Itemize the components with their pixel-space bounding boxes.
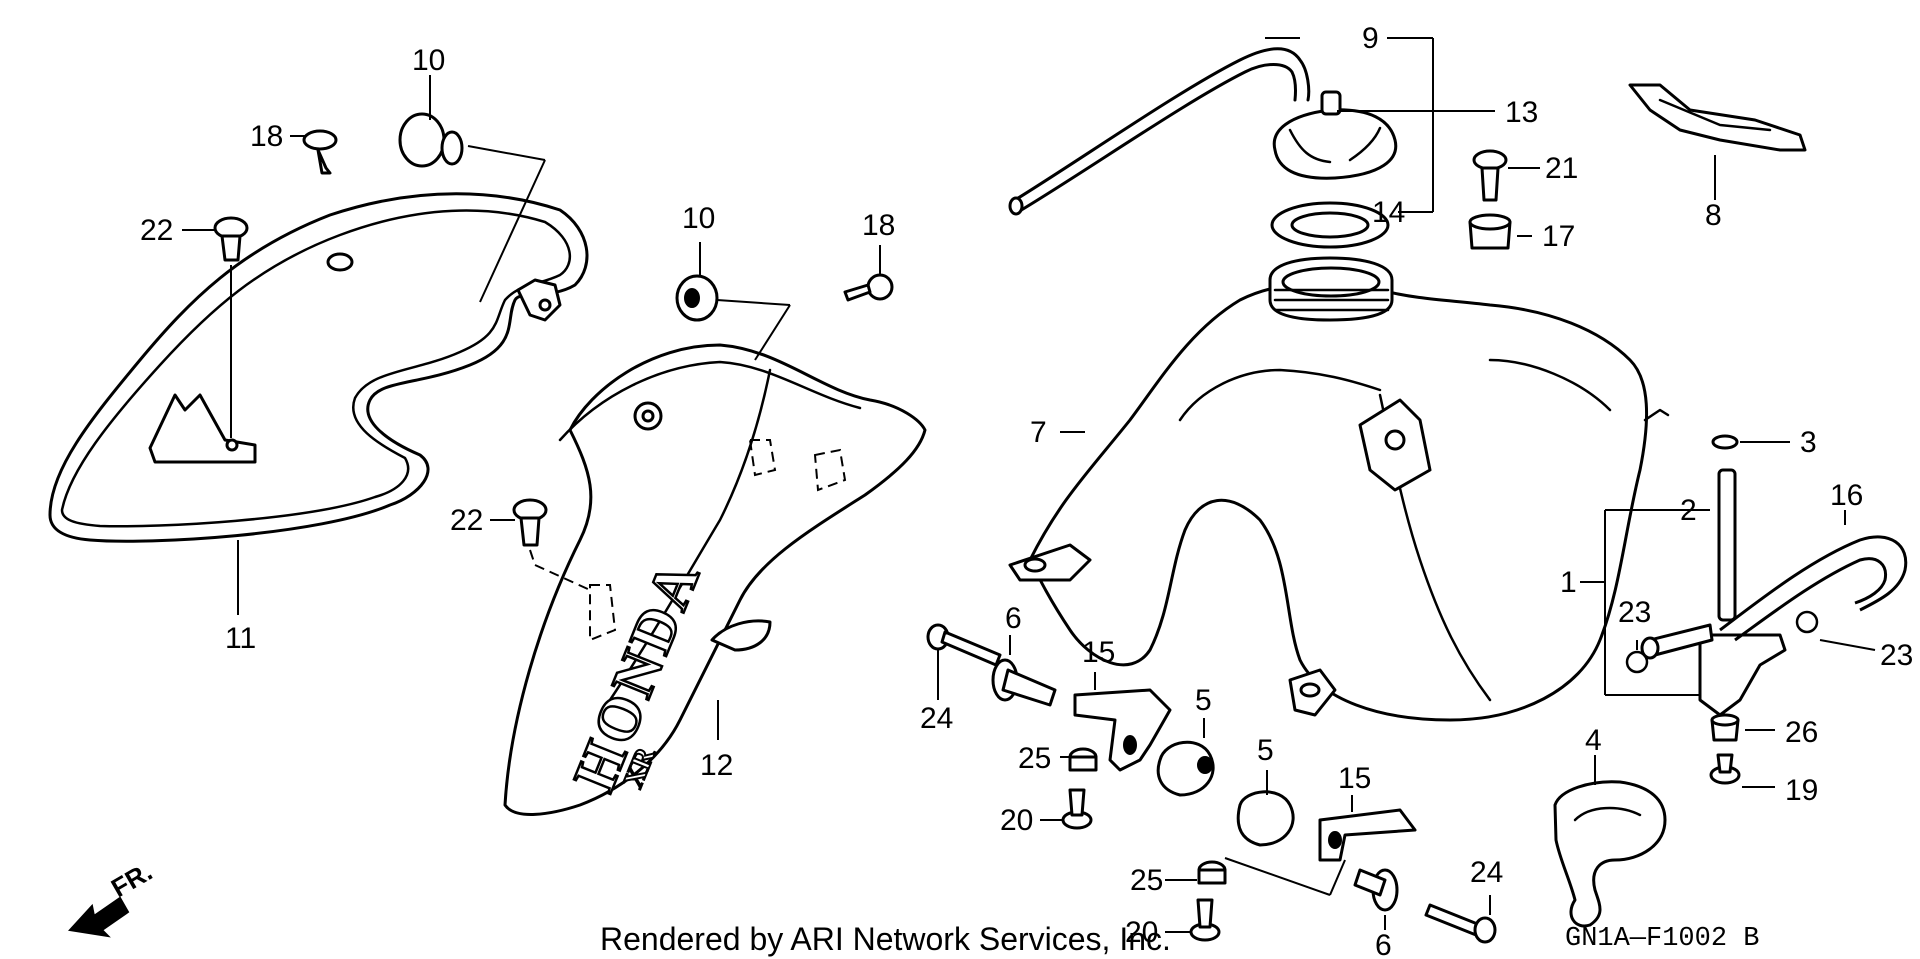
direction-indicator: FR. (68, 856, 157, 938)
callout-15a: 15 (1082, 636, 1115, 669)
direction-label: FR. (106, 856, 157, 903)
screw-part-18a[interactable] (302, 129, 338, 175)
callout-24b: 24 (1470, 856, 1503, 889)
callout-18b: 18 (862, 209, 895, 242)
callout-4: 4 (1585, 724, 1602, 757)
callout-25a: 25 (1018, 742, 1051, 775)
fuel-cap-part-13[interactable] (1272, 90, 1398, 180)
collar-part-26[interactable] (1710, 713, 1740, 742)
fuel-hose-part-16[interactable] (1719, 535, 1908, 642)
rubber-mount-part-5a[interactable] (1156, 740, 1215, 797)
collar-part-25a[interactable] (1068, 747, 1098, 772)
callout-5a: 5 (1195, 684, 1212, 717)
callout-22a: 22 (140, 214, 173, 247)
callout-labels: 9 13 14 21 17 8 7 3 2 16 1 23 23 26 19 4… (140, 22, 1913, 959)
push-rivet-part-22a[interactable] (213, 216, 249, 262)
washer-part-3[interactable] (1711, 434, 1739, 450)
bolt-part-21[interactable] (1472, 149, 1508, 202)
callout-26: 26 (1785, 716, 1818, 749)
collar-part-6b[interactable] (1353, 868, 1399, 912)
callout-7: 7 (1030, 416, 1047, 449)
callout-15b: 15 (1338, 762, 1371, 795)
bolt-part-20b[interactable] (1189, 898, 1221, 942)
diagram-code: GN1A—F1002 B (1565, 924, 1759, 954)
collar-part-17[interactable] (1468, 213, 1512, 250)
grommet-part-10b[interactable] (675, 274, 719, 322)
bolt-part-20a[interactable] (1061, 788, 1093, 830)
collar-part-25b[interactable] (1197, 860, 1227, 885)
hose-clip-part-23a[interactable] (1625, 650, 1649, 674)
bracket-part-15b[interactable] (1318, 808, 1417, 862)
callout-8: 8 (1705, 199, 1722, 232)
fuel-valve-part-1[interactable] (1640, 623, 1787, 717)
bolt-part-24a[interactable] (926, 623, 1002, 667)
callout-6b: 6 (1375, 929, 1392, 959)
right-shroud-part-12[interactable]: HONDA XR (503, 343, 927, 816)
callout-3: 3 (1800, 426, 1817, 459)
callout-5b: 5 (1257, 734, 1274, 767)
callout-25b: 25 (1130, 864, 1163, 897)
bolt-part-24b[interactable] (1424, 903, 1497, 944)
clip-part-8[interactable] (1628, 83, 1807, 152)
protector-part-4[interactable] (1553, 780, 1667, 928)
push-rivet-part-22b[interactable] (512, 498, 548, 547)
callout-22b: 22 (450, 504, 483, 537)
callout-17: 17 (1542, 220, 1575, 253)
callout-23a: 23 (1618, 596, 1651, 629)
fuel-tank-part-7[interactable] (1008, 256, 1670, 722)
rubber-mount-part-5b[interactable] (1236, 790, 1295, 847)
callout-19: 19 (1785, 774, 1818, 807)
left-shroud-part-11[interactable] (48, 192, 589, 543)
bolt-part-19[interactable] (1709, 753, 1741, 785)
callout-2: 2 (1680, 494, 1697, 527)
callout-1: 1 (1560, 566, 1577, 599)
bracket-part-15a[interactable] (1073, 688, 1172, 772)
collar-part-6a[interactable] (991, 658, 1057, 707)
front-arrow-icon (68, 896, 130, 938)
callout-24a: 24 (920, 702, 953, 735)
hose-clip-part-23b[interactable] (1795, 610, 1819, 634)
callout-16: 16 (1830, 479, 1863, 512)
callout-13: 13 (1505, 96, 1538, 129)
callout-6a: 6 (1005, 602, 1022, 635)
grommet-part-10a[interactable] (398, 112, 464, 168)
screw-part-18b[interactable] (843, 273, 894, 302)
callout-11: 11 (225, 622, 256, 655)
leader-lines (182, 37, 1876, 933)
callout-20b: 20 (1125, 916, 1158, 949)
callout-20a: 20 (1000, 804, 1033, 837)
callout-9: 9 (1362, 22, 1379, 55)
callout-10a: 10 (412, 44, 445, 77)
callout-18a: 18 (250, 120, 283, 153)
fuel-strainer-part-2[interactable] (1717, 468, 1737, 622)
callout-14: 14 (1372, 196, 1405, 229)
seal-ring-part-14[interactable] (1270, 201, 1390, 249)
callout-10b: 10 (682, 202, 715, 235)
breather-tube-part-9[interactable] (1008, 47, 1311, 216)
footer-credit: Rendered by ARI Network Services, Inc. (600, 921, 1171, 957)
callout-23b: 23 (1880, 639, 1913, 672)
callout-21: 21 (1545, 152, 1578, 185)
callout-12: 12 (700, 749, 733, 782)
